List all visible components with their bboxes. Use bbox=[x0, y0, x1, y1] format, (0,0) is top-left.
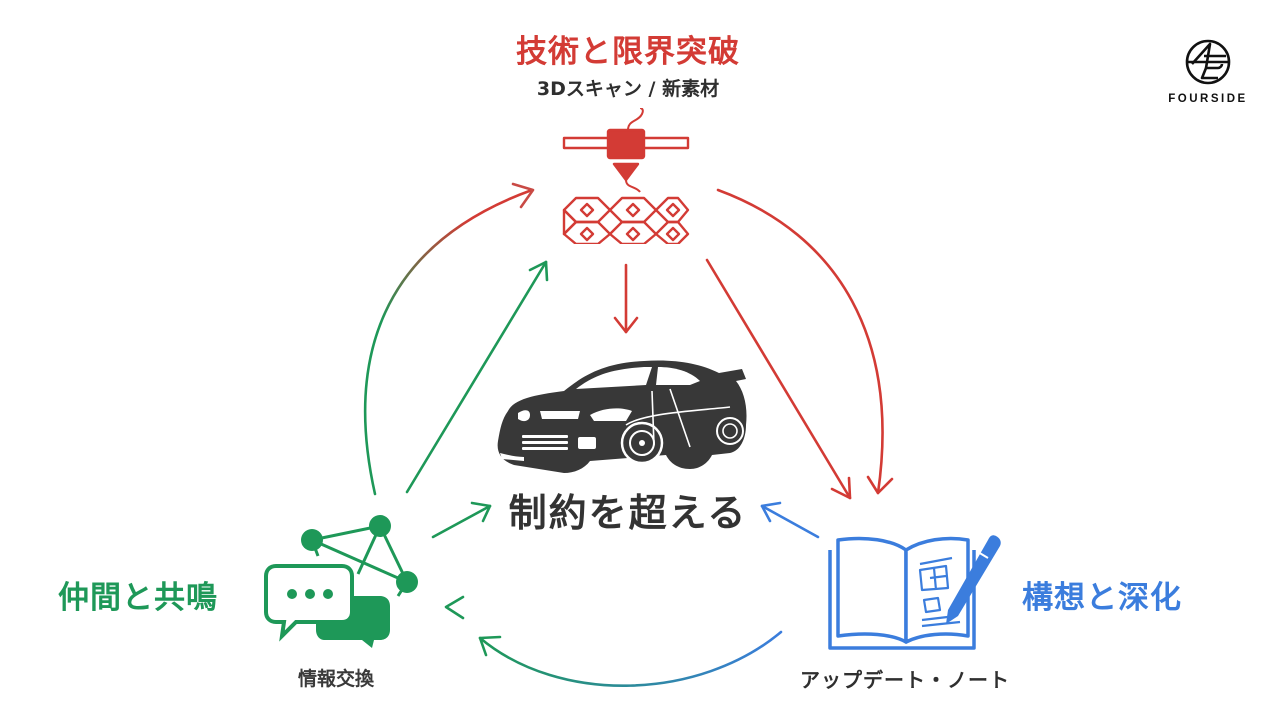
arrow-left-to-center bbox=[431, 501, 492, 539]
arrow-right-to-center bbox=[760, 501, 820, 539]
arrow-top-to-right-curved bbox=[716, 188, 894, 495]
left-node-subtitle: 情報交換 bbox=[298, 668, 375, 690]
left-node-title: 仲間と共鳴 bbox=[58, 580, 218, 616]
top-node-title: 技術と限界突破 bbox=[516, 34, 740, 70]
arrow-right-to-left-curved bbox=[478, 630, 783, 688]
top-node-subtitle: 3Dスキャン / 新素材 bbox=[536, 78, 720, 100]
brand-name: FOURSIDE bbox=[1168, 93, 1248, 105]
3d-printer-icon bbox=[562, 108, 690, 244]
center-label: 制約を超える bbox=[508, 491, 748, 535]
notebook-pen-icon bbox=[828, 535, 1001, 650]
arrow-top-to-right-straight bbox=[705, 258, 852, 500]
right-node-subtitle: アップデート・ノート bbox=[800, 668, 1010, 692]
sports-car-icon bbox=[497, 360, 747, 473]
fourside-circle-logo-icon bbox=[1185, 39, 1231, 85]
arrow-left-to-top-curved bbox=[363, 182, 535, 496]
arrow-right-to-left-straight bbox=[444, 595, 804, 620]
arrow-top-to-center bbox=[613, 263, 639, 334]
network-chat-bubbles-icon bbox=[264, 515, 418, 648]
right-node-title: 構想と深化 bbox=[1022, 580, 1182, 616]
arrow-left-to-top-straight bbox=[405, 260, 549, 494]
